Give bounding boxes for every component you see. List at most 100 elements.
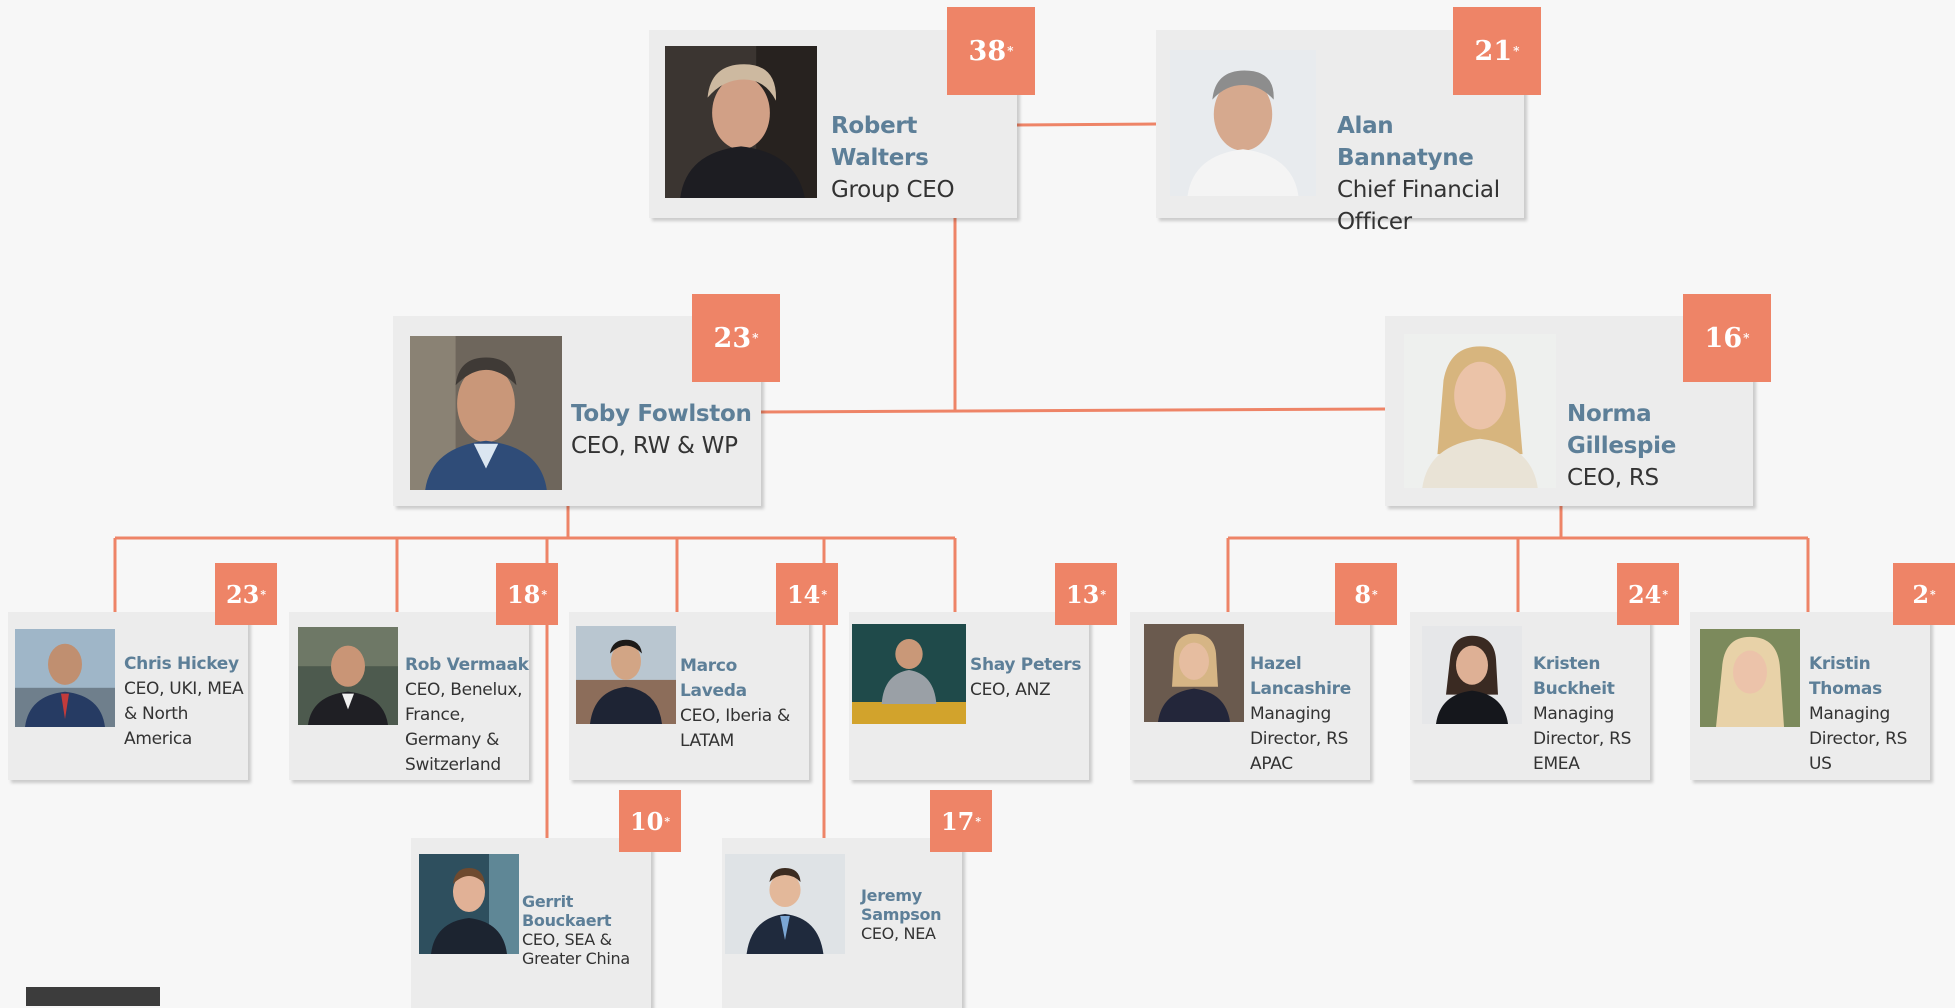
photo-robert-walters (665, 46, 817, 198)
card-shay-peters: Shay Peters CEO, ANZ (849, 612, 1089, 780)
tenure-mark: * (541, 587, 548, 601)
photo-marco-laveda (576, 626, 676, 724)
tenure-value: 21 (1474, 35, 1513, 67)
tenure-mark: * (821, 587, 828, 601)
person-info: Marco Laveda CEO, Iberia & LATAM (680, 654, 804, 754)
person-name: Alan Bannatyne (1337, 113, 1474, 171)
person-name: Shay Peters (970, 655, 1082, 675)
person-role: CEO, NEA (861, 924, 936, 943)
person-info: Alan Bannatyne Chief Financial Officer (1337, 110, 1517, 238)
tenure-value: 13 (1065, 579, 1100, 609)
person-role: CEO, Iberia & LATAM (680, 706, 790, 751)
tenure-value: 10 (629, 806, 664, 836)
person-name: Gerrit Bouckaert (522, 892, 612, 930)
person-role: CEO, SEA & Greater China (522, 930, 630, 968)
photo-rob-vermaak (298, 627, 398, 725)
tenure-badge: 8* (1335, 563, 1397, 625)
person-info: Shay Peters CEO, ANZ (970, 653, 1094, 703)
card-rob-vermaak: Rob Vermaak CEO, Benelux, France, German… (289, 612, 529, 780)
person-info: Toby Fowlston CEO, RW & WP (571, 398, 759, 462)
tenure-mark: * (1930, 587, 1936, 601)
card-chris-hickey: Chris Hickey CEO, UKI, MEA & North Ameri… (8, 612, 248, 780)
person-name: Toby Fowlston (571, 401, 752, 427)
tenure-value: 18 (506, 579, 541, 609)
person-name: Hazel Lancashire (1250, 654, 1351, 699)
tenure-value: 8 (1354, 579, 1372, 609)
person-role: Managing Director, RS EMEA (1533, 704, 1632, 774)
card-jeremy-sampson: Jeremy Sampson CEO, NEA (722, 838, 962, 1008)
tenure-value: 24 (1627, 579, 1662, 609)
person-info: Rob Vermaak CEO, Benelux, France, German… (405, 653, 529, 778)
person-role: CEO, Benelux, France, Germany & Switzerl… (405, 680, 523, 775)
tenure-badge: 18* (496, 563, 558, 625)
tenure-mark: * (260, 587, 267, 601)
tenure-badge: 24* (1617, 563, 1679, 625)
person-name: Chris Hickey (124, 654, 239, 674)
tenure-badge: 23* (692, 294, 780, 382)
person-info: Chris Hickey CEO, UKI, MEA & North Ameri… (124, 652, 248, 752)
tenure-value: 16 (1704, 322, 1743, 354)
person-info: Jeremy Sampson CEO, NEA (861, 886, 962, 943)
person-info: Hazel Lancashire Managing Director, RS A… (1250, 652, 1374, 777)
person-role: CEO, RW & WP (571, 433, 738, 459)
person-role: CEO, ANZ (970, 680, 1051, 700)
tenure-mark: * (752, 331, 759, 345)
photo-toby-fowlston (410, 336, 562, 490)
person-info: Robert Walters Group CEO (831, 110, 1011, 206)
person-name: Marco Laveda (680, 656, 747, 701)
person-name: Jeremy Sampson (861, 886, 942, 924)
person-role: Chief Financial Officer (1337, 177, 1500, 235)
person-info: Kristin Thomas Managing Director, RS US (1809, 652, 1933, 777)
person-role: CEO, RS (1567, 465, 1659, 491)
tenure-badge: 38* (947, 7, 1035, 95)
tenure-mark: * (1007, 44, 1014, 58)
person-info: Norma Gillespie CEO, RS (1567, 398, 1755, 494)
card-toby-fowlston: Toby Fowlston CEO, RW & WP (393, 316, 761, 506)
tenure-mark: * (1372, 587, 1378, 601)
tenure-value: 38 (968, 35, 1007, 67)
tenure-badge: 10* (619, 790, 681, 852)
person-name: Robert Walters (831, 113, 929, 171)
tenure-badge: 14* (776, 563, 838, 625)
photo-hazel-lancashire (1144, 624, 1244, 722)
tenure-value: 2 (1912, 579, 1930, 609)
tenure-badge: 23* (215, 563, 277, 625)
person-info: Kristen Buckheit Managing Director, RS E… (1533, 652, 1657, 777)
tenure-badge: 17* (930, 790, 992, 852)
photo-shay-peters (852, 624, 966, 724)
footer-tab (26, 987, 160, 1006)
photo-alan-bannatyne (1170, 50, 1316, 196)
tenure-mark: * (1513, 44, 1520, 58)
person-info: Gerrit Bouckaert CEO, SEA & Greater Chin… (522, 892, 651, 968)
person-name: Kristin Thomas (1809, 654, 1882, 699)
card-kristin-thomas: Kristin Thomas Managing Director, RS US (1690, 612, 1930, 780)
photo-chris-hickey (15, 629, 115, 727)
tenure-mark: * (664, 814, 671, 828)
person-name: Kristen Buckheit (1533, 654, 1615, 699)
photo-kristen-buckheit (1422, 626, 1522, 724)
tenure-mark: * (1743, 331, 1750, 345)
tenure-value: 14 (786, 579, 821, 609)
tenure-mark: * (1662, 587, 1669, 601)
tenure-mark: * (1100, 587, 1107, 601)
tenure-value: 23 (225, 579, 260, 609)
person-role: Managing Director, RS APAC (1250, 704, 1349, 774)
tenure-badge: 16* (1683, 294, 1771, 382)
tenure-mark: * (975, 814, 982, 828)
tenure-badge: 21* (1453, 7, 1541, 95)
photo-kristin-thomas (1700, 629, 1800, 727)
tenure-value: 17 (940, 806, 975, 836)
tenure-badge: 13* (1055, 563, 1117, 625)
photo-norma-gillespie (1404, 334, 1556, 488)
card-hazel-lancashire: Hazel Lancashire Managing Director, RS A… (1130, 612, 1370, 780)
person-name: Norma Gillespie (1567, 401, 1677, 459)
card-gerrit-bouckaert: Gerrit Bouckaert CEO, SEA & Greater Chin… (411, 838, 651, 1008)
tenure-badge: 2* (1893, 563, 1955, 625)
card-kristen-buckheit: Kristen Buckheit Managing Director, RS E… (1410, 612, 1650, 780)
person-name: Rob Vermaak (405, 655, 529, 675)
tenure-value: 23 (713, 322, 752, 354)
person-role: CEO, UKI, MEA & North America (124, 679, 244, 749)
person-role: Group CEO (831, 177, 955, 203)
card-marco-laveda: Marco Laveda CEO, Iberia & LATAM (569, 612, 809, 780)
